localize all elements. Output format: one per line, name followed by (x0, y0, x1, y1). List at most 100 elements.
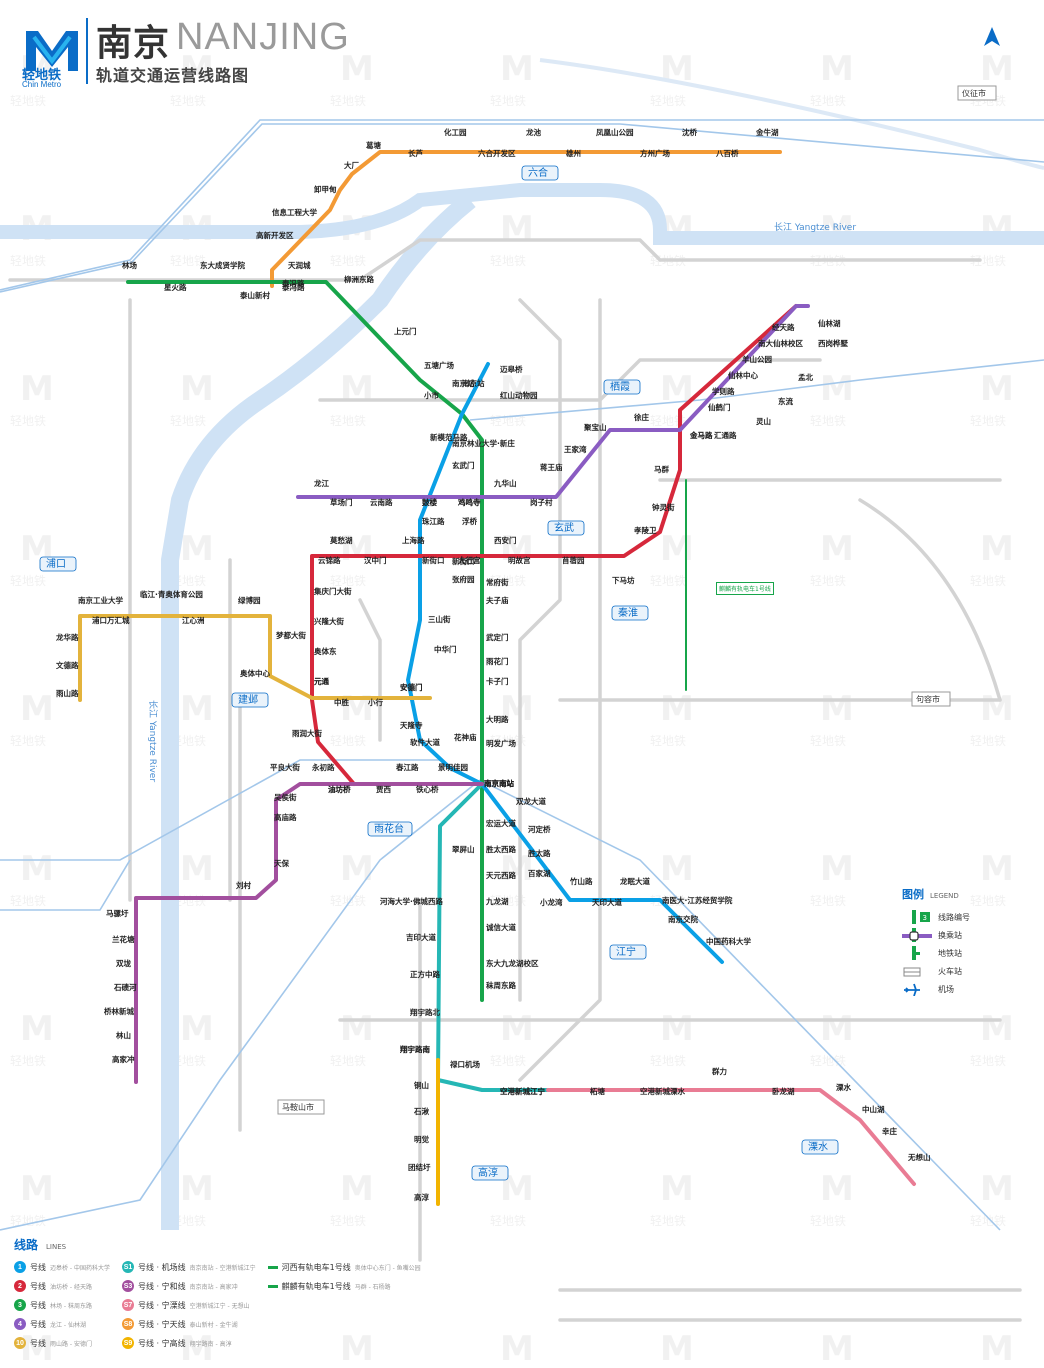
station-label-lineS8-12[interactable]: 凤凰山公园 (596, 127, 634, 137)
station-label-line1-25[interactable]: 南京交院 (668, 914, 698, 924)
station-label-lineS3-10[interactable]: 天保 (274, 858, 289, 868)
station-label-lineS8-5[interactable]: 大厂 (344, 160, 359, 170)
station-label-lineS1-1[interactable]: 翠屏山 (452, 844, 475, 854)
station-label-lineS8-2[interactable]: 高新开发区 (256, 230, 294, 240)
station-label-lineS8-16[interactable]: 金牛湖 (755, 127, 779, 137)
station-label-lineS7-4[interactable]: 卧龙湖 (772, 1086, 795, 1096)
station-label-line4-14[interactable]: 东流 (778, 396, 793, 406)
station-label-lineS7-5[interactable]: 溧水 (836, 1082, 851, 1092)
line-legend-item-10[interactable]: 河西有轨电车1号线奥体中心东门 - 鱼嘴公园 (267, 1259, 421, 1275)
station-label-line1-7[interactable]: 新街口 (452, 556, 475, 566)
station-label-lineS8-1[interactable]: 泰冯路 (281, 278, 305, 288)
station-label-line3-1[interactable]: 星火路 (164, 282, 187, 292)
station-label-line2-15[interactable]: 下马坊 (612, 575, 635, 585)
station-label-line3-14[interactable]: 常府街 (486, 577, 509, 587)
station-label-lineS3-13[interactable]: 兰花塘 (112, 934, 135, 944)
station-label-line4-8[interactable]: 王家湾 (564, 444, 587, 454)
station-label-lineS9-0[interactable]: 翔宇路南 (399, 1044, 430, 1054)
station-label-line10-6[interactable]: 江心洲 (182, 615, 205, 625)
station-label-lineS8-8[interactable]: 化工园 (444, 127, 467, 137)
station-label-line3-3[interactable]: 泰冯路 (281, 282, 305, 292)
station-label-lineS9-1[interactable]: 铜山 (414, 1080, 429, 1090)
station-label-line1-6[interactable]: 珠江路 (422, 516, 445, 526)
station-label-line4-17[interactable]: 仙林湖 (818, 318, 841, 328)
station-label-line2-22[interactable]: 仙林中心 (728, 370, 758, 380)
station-label-line1-14[interactable]: 花神庙 (454, 732, 477, 742)
station-label-line4-16[interactable]: 西岗桦墅 (818, 338, 848, 348)
station-label-line2-13[interactable]: 明故宫 (508, 555, 531, 565)
station-label-line4-15[interactable]: 孟北 (798, 372, 813, 382)
station-label-lineS3-5[interactable]: 油坊桥 (328, 784, 351, 794)
station-label-line10-5[interactable]: 临江·青奥体育公园 (140, 589, 203, 599)
station-label-lineS7-2[interactable]: 空港新城溧水 (640, 1086, 685, 1096)
station-label-line2-20[interactable]: 仙鹤门 (708, 402, 731, 412)
station-label-line2-18[interactable]: 马群 (654, 464, 669, 474)
station-label-lineS7-7[interactable]: 幸庄 (882, 1126, 897, 1136)
station-label-line2-25[interactable]: 经天路 (772, 322, 795, 332)
station-label-lineS8-7[interactable]: 长芦 (408, 148, 423, 158)
station-label-line3-19[interactable]: 大明路 (486, 714, 509, 724)
station-label-line2-1[interactable]: 雨润大街 (292, 728, 322, 738)
station-label-lineS7-0[interactable]: 空港新城江宁 (500, 1086, 545, 1096)
station-label-line1-22[interactable]: 天印大道 (592, 897, 622, 907)
station-label-line3-5[interactable]: 柳洲东路 (344, 274, 374, 284)
station-label-lineS3-6[interactable]: 永初路 (311, 762, 335, 772)
station-label-line4-3[interactable]: 鼓楼 (422, 497, 437, 507)
station-label-line10-4[interactable]: 浦口万汇城 (92, 615, 130, 625)
station-label-line4-12[interactable]: 汇通路 (714, 430, 737, 440)
station-label-lineS7-8[interactable]: 无想山 (907, 1152, 931, 1162)
station-label-line1-11[interactable]: 安德门 (400, 682, 423, 692)
station-label-line3-8[interactable]: 小市 (424, 390, 439, 400)
station-label-lineS8-0[interactable]: 泰山新村 (239, 290, 270, 300)
line-4-path[interactable] (296, 304, 810, 499)
station-label-line2-6[interactable]: 云锦路 (318, 555, 341, 565)
station-label-line2-0[interactable]: 油坊桥 (328, 784, 351, 794)
station-label-lineS3-1[interactable]: 景明佳园 (438, 762, 468, 772)
station-label-lineS3-12[interactable]: 马骡圩 (106, 908, 129, 918)
station-label-lineS1-4[interactable]: 正方中路 (410, 969, 440, 979)
station-label-line10-13[interactable]: 安德门 (400, 682, 423, 692)
station-label-line2-23[interactable]: 羊山公园 (742, 354, 772, 364)
station-label-line2-4[interactable]: 兴隆大街 (314, 616, 344, 626)
station-label-line3-20[interactable]: 明发广场 (486, 738, 516, 748)
station-label-line3-11[interactable]: 鸡鸣寺 (457, 497, 481, 507)
station-label-line1-5[interactable]: 鼓楼 (422, 497, 437, 507)
station-label-line3-6[interactable]: 上元门 (394, 326, 417, 336)
station-label-line2-11[interactable]: 大行宫 (458, 555, 481, 565)
station-label-lineS3-3[interactable]: 春江路 (396, 762, 419, 772)
station-label-lineS7-1[interactable]: 柘塘 (589, 1086, 605, 1096)
station-label-line1-8[interactable]: 张府园 (452, 574, 475, 584)
station-label-lineS3-17[interactable]: 林山 (116, 1030, 131, 1040)
station-label-line3-22[interactable]: 宏运大道 (486, 818, 516, 828)
station-label-line2-7[interactable]: 莫愁湖 (329, 535, 353, 545)
station-label-line1-0[interactable]: 迈皋桥 (500, 364, 523, 374)
station-label-line10-9[interactable]: 奥体中心 (239, 668, 270, 678)
station-label-lineS3-15[interactable]: 石碛河 (113, 982, 137, 992)
station-label-lineS3-9[interactable]: 高庙路 (274, 812, 297, 822)
station-label-line3-13[interactable]: 大行宫 (458, 555, 481, 565)
station-label-line1-10[interactable]: 中华门 (434, 644, 457, 654)
station-label-line3-27[interactable]: 东大九龙湖校区 (486, 958, 539, 968)
station-label-line3-26[interactable]: 诚信大道 (486, 922, 516, 932)
station-label-line1-9[interactable]: 三山街 (428, 614, 451, 624)
station-label-lineS9-5[interactable]: 高淳 (414, 1192, 429, 1202)
line-s3-path[interactable] (134, 782, 484, 1084)
station-label-line1-20[interactable]: 小龙湾 (540, 897, 563, 907)
station-label-lineS1-6[interactable]: 翔宇路南 (399, 1044, 430, 1054)
station-label-line2-17[interactable]: 钟灵街 (652, 502, 675, 512)
station-label-lineS8-9[interactable]: 六合开发区 (478, 148, 516, 158)
station-label-line3-25[interactable]: 九龙湖 (485, 896, 509, 906)
station-label-line2-10[interactable]: 新街口 (422, 555, 445, 565)
line-10-path[interactable] (78, 614, 432, 702)
station-label-line1-1[interactable]: 红山动物园 (500, 390, 538, 400)
station-label-line2-3[interactable]: 奥体东 (313, 646, 337, 656)
station-label-line1-16[interactable]: 双龙大道 (516, 796, 546, 806)
station-label-line10-10[interactable]: 元通 (314, 676, 329, 686)
station-label-lineS8-10[interactable]: 龙池 (526, 127, 541, 137)
